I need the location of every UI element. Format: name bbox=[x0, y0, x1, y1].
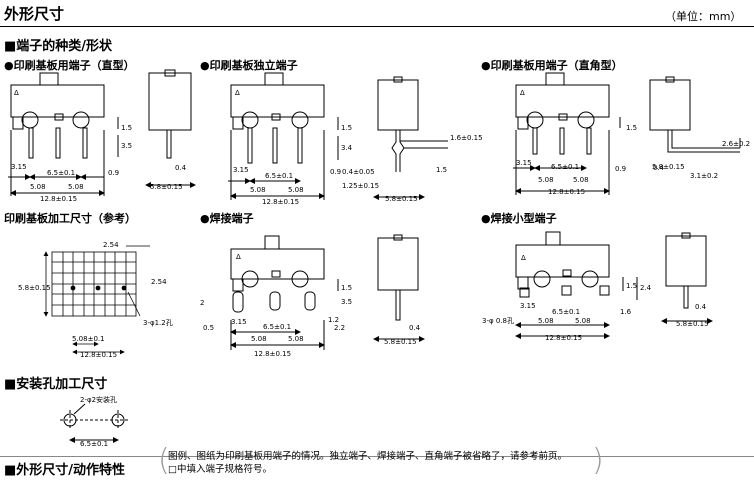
dim-5-08-a2: 5.08 bbox=[68, 183, 84, 191]
dim-5-08-b1: 5.08 bbox=[250, 186, 266, 194]
dim-0-9-a: 0.9 bbox=[108, 169, 119, 177]
dim-12-8-b: 12.8±0.15 bbox=[262, 198, 299, 206]
dim-0-9-b: 0.9 bbox=[330, 168, 341, 176]
section-terminal-types: ■端子的种类/形状 bbox=[4, 39, 113, 54]
note-block: 图例、图纸为印刷基板用端子的情况。独立端子、焊接端子、直角端子被省略了，请参考前… bbox=[168, 450, 588, 476]
dim-3-4-b: 3.4 bbox=[341, 144, 353, 152]
delta-mark-5: Δ bbox=[236, 253, 241, 261]
dim-12-8-e: 12.8±0.15 bbox=[254, 350, 291, 358]
dim-hole-1-2: 3-φ1.2孔 bbox=[143, 319, 173, 327]
dim-5-08-e2: 5.08 bbox=[288, 335, 304, 343]
dim-5-08-f1: 5.08 bbox=[538, 317, 554, 325]
dim-6-5-b: 6.5±0.1 bbox=[265, 172, 293, 180]
dim-2-2-e: 2.2 bbox=[334, 324, 345, 332]
dim-2-54-d2: 2.54 bbox=[151, 278, 167, 286]
dim-5-8-f: 5.8±0.15 bbox=[676, 320, 709, 328]
label-pcb-independent: ●印刷基板独立端子 bbox=[200, 59, 298, 72]
dim-1-5-c: 1.5 bbox=[626, 124, 637, 132]
dim-0-4-b: 0.4±0.05 bbox=[342, 168, 375, 176]
section-characteristics: ■外形尺寸/动作特性 bbox=[4, 463, 126, 478]
dim-5-8-a: 5.8±0.15 bbox=[150, 183, 183, 191]
unit-label: （单位：mm） bbox=[665, 10, 742, 23]
dim-0-4-a: 0.4 bbox=[175, 164, 187, 172]
label-solder-small: ●焊接小型端子 bbox=[481, 212, 557, 225]
dim-5-08-f2: 5.08 bbox=[575, 317, 591, 325]
note-brace-left: ( bbox=[158, 443, 170, 478]
dim-5-8-e: 5.8±0.15 bbox=[384, 338, 417, 346]
dim-1-5-e: 1.5 bbox=[341, 284, 352, 292]
dim-1-5-f: 1.5 bbox=[626, 282, 637, 290]
delta-mark-1: Δ bbox=[14, 89, 19, 97]
dim-mount-hole: 2-φ2安装孔 bbox=[80, 395, 117, 404]
header-divider bbox=[0, 26, 754, 27]
drawing-pcb-independent bbox=[228, 72, 448, 200]
dim-6-5-f: 6.5±0.1 bbox=[552, 308, 580, 316]
dim-1-5-a: 1.5 bbox=[121, 124, 132, 132]
delta-mark-2: Δ bbox=[235, 89, 240, 97]
dim-1-5-b: 1.5 bbox=[341, 124, 352, 132]
dim-5-08-a1: 5.08 bbox=[30, 183, 46, 191]
dim-12-8-f: 12.8±0.15 bbox=[545, 334, 582, 342]
dim-3-15-f: 3.15 bbox=[520, 302, 536, 310]
dim-12-8-a: 12.8±0.15 bbox=[40, 195, 77, 203]
delta-mark-6: Δ bbox=[521, 254, 526, 262]
label-pcb-cutout: 印刷基板加工尺寸（参考） bbox=[4, 212, 136, 225]
dim-5-08-c1: 5.08 bbox=[538, 176, 554, 184]
cutout-grid-lines bbox=[52, 252, 136, 316]
dim-12-8-c: 12.8±0.15 bbox=[548, 188, 585, 196]
drawing-pcb-right-angle bbox=[513, 72, 741, 195]
label-solder: ●焊接端子 bbox=[200, 212, 254, 225]
dim-5-8-d: 5.8±0.15 bbox=[18, 284, 51, 292]
dim-5-8-b: 5.8±0.15 bbox=[385, 195, 418, 203]
dim-3-15-e: 3.15 bbox=[231, 318, 247, 326]
dim-0-4-f: 0.4 bbox=[695, 303, 707, 311]
dim-1-6-f: 1.6 bbox=[620, 308, 632, 316]
dim-5-08-b2: 5.08 bbox=[288, 186, 304, 194]
dim-3-5-e: 3.5 bbox=[341, 298, 352, 306]
dim-1-6-b: 1.6±0.15 bbox=[450, 134, 483, 142]
dim-3-1-c: 3.1±0.2 bbox=[690, 172, 718, 180]
note-brace-right: ) bbox=[592, 443, 604, 478]
dim-0-9-c: 0.9 bbox=[615, 165, 626, 173]
drawing-solder bbox=[230, 234, 425, 350]
note-line-2: □中填入端子规格符号。 bbox=[168, 464, 272, 475]
dim-hole-0-8: 3-φ 0.8孔 bbox=[482, 317, 514, 325]
dim-mount-6-5: 6.5±0.1 bbox=[80, 440, 108, 448]
dim-3-15-b: 3.15 bbox=[233, 166, 249, 174]
drawing-pcb-cutout-grid bbox=[43, 245, 150, 355]
label-pcb-straight: ●印刷基板用端子（直型） bbox=[4, 59, 135, 72]
dim-1-5-b2: 1.5 bbox=[436, 166, 447, 174]
dim-2-e: 2 bbox=[200, 299, 204, 307]
dim-0-4-e: 0.4 bbox=[409, 324, 421, 332]
dim-12-8-d: 12.8±0.15 bbox=[80, 351, 117, 359]
drawing-mount-holes bbox=[60, 403, 128, 443]
dim-5-08-c2: 5.08 bbox=[573, 176, 589, 184]
dim-2-54-d1: 2.54 bbox=[103, 241, 119, 249]
dim-3-5-a: 3.5 bbox=[121, 142, 132, 150]
dim-0-4-c: 0.4 bbox=[653, 164, 665, 172]
footer-divider bbox=[0, 456, 754, 457]
dim-5-08-e1: 5.08 bbox=[251, 335, 267, 343]
dim-5-08-d: 5.08±0.1 bbox=[72, 335, 105, 343]
drawing-solder-small bbox=[515, 231, 713, 339]
section-mount-hole: ■安装孔加工尺寸 bbox=[4, 377, 108, 392]
dim-5-8-c: 5.8±0.15 bbox=[652, 163, 685, 171]
dim-3-15-a: 3.15 bbox=[11, 163, 27, 171]
dim-6-5-a: 6.5±0.1 bbox=[47, 169, 75, 177]
drawing-pcb-straight bbox=[8, 69, 196, 196]
delta-mark-3: Δ bbox=[520, 89, 525, 97]
dim-6-5-c: 6.5±0.1 bbox=[551, 163, 579, 171]
dim-2-4-f: 2.4 bbox=[640, 284, 652, 292]
page-title: 外形尺寸 bbox=[4, 5, 65, 23]
dim-2-6-c: 2.6±0.2 bbox=[722, 140, 750, 148]
note-line-1: 图例、图纸为印刷基板用端子的情况。独立端子、焊接端子、直角端子被省略了，请参考前… bbox=[168, 451, 568, 462]
dim-0-5-e: 0.5 bbox=[203, 324, 214, 332]
dim-1-25-b: 1.25±0.15 bbox=[342, 182, 379, 190]
dim-6-5-e: 6.5±0.1 bbox=[263, 323, 291, 331]
label-pcb-right-angle: ●印刷基板用端子（直角型） bbox=[481, 59, 623, 72]
dim-3-15-c: 3.15 bbox=[516, 159, 532, 167]
dim-1-2-e: 1.2 bbox=[328, 316, 339, 324]
